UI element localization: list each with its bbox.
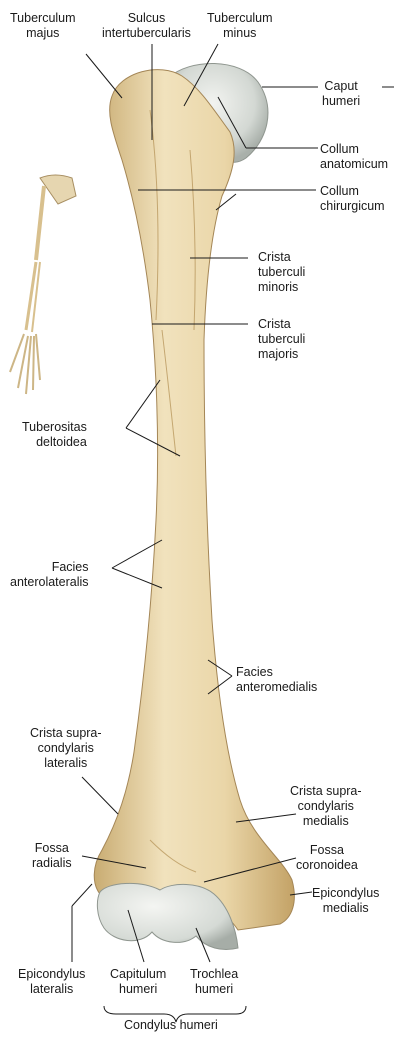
label-tuberculum-minus: Tuberculum minus <box>207 11 273 41</box>
label-epicondylus-medialis: Epicondylus medialis <box>312 886 379 916</box>
label-crista-supracondylaris-lateralis: Crista supra- condylaris lateralis <box>30 726 102 771</box>
label-fossa-coronoidea: Fossa coronoidea <box>296 843 358 873</box>
label-crista-tuberculi-majoris: Crista tuberculi majoris <box>258 317 305 362</box>
label-capitulum-humeri: Capitulum humeri <box>110 967 166 997</box>
label-trochlea-humeri: Trochlea humeri <box>190 967 238 997</box>
label-tuberositas-deltoidea: Tuberositas deltoidea <box>22 420 87 450</box>
label-caput-humeri: Caput humeri <box>322 79 360 109</box>
arm-skeleton-thumbnail <box>10 175 76 394</box>
label-crista-tuberculi-minoris: Crista tuberculi minoris <box>258 250 305 295</box>
humerus-shaft <box>94 70 294 930</box>
label-sulcus-intertubercularis: Sulcus intertubercularis <box>102 11 191 41</box>
label-facies-anterolateralis: Facies anterolateralis <box>10 560 89 590</box>
label-condylus-humeri: Condylus humeri <box>124 1018 218 1033</box>
label-fossa-radialis: Fossa radialis <box>32 841 72 871</box>
label-facies-anteromedialis: Facies anteromedialis <box>236 665 317 695</box>
label-epicondylus-lateralis: Epicondylus lateralis <box>18 967 85 997</box>
label-tuberculum-majus: Tuberculum majus <box>10 11 76 41</box>
label-collum-anatomicum: Collum anatomicum <box>320 142 388 172</box>
label-crista-supracondylaris-medialis: Crista supra- condylaris medialis <box>290 784 362 829</box>
label-collum-chirurgicum: Collum chirurgicum <box>320 184 385 214</box>
